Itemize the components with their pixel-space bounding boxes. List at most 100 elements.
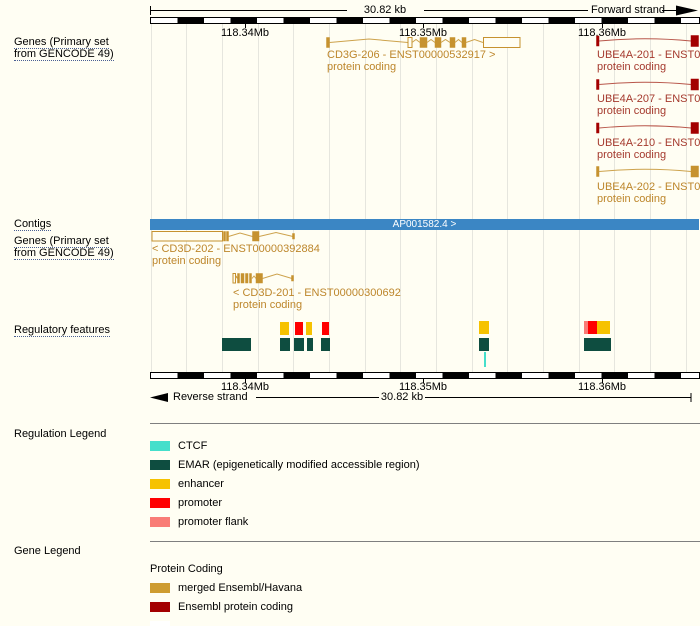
gene-structure-ube4a-210[interactable] [596, 122, 699, 134]
ctcf-feature[interactable] [484, 352, 486, 367]
track-label-genes-forward[interactable]: Genes (Primary set from GENCODE 49) [14, 36, 114, 61]
gene-label[interactable]: < CD3D-201 - ENST00000300692 [233, 287, 401, 299]
gridline [685, 23, 687, 372]
emar-feature[interactable] [280, 338, 290, 351]
gene-structure-cd3g-206[interactable] [326, 37, 521, 48]
gene-label[interactable]: UBE4A-210 - ENST0 [597, 137, 700, 149]
contig-label: AP001582.4 > [392, 219, 457, 230]
promoter-feature[interactable] [322, 322, 329, 335]
promoter-feature[interactable] [588, 321, 597, 334]
gridline [328, 23, 330, 372]
enhancer-feature[interactable] [306, 322, 312, 335]
emar-feature[interactable] [307, 338, 313, 351]
promoter-swatch [150, 498, 170, 508]
gridline [257, 23, 259, 372]
gridline [400, 23, 402, 372]
promoter-feature[interactable] [295, 322, 303, 335]
gridline [542, 23, 544, 372]
track-label-line[interactable]: Genes (Primary set [14, 36, 109, 49]
legend-label: Ensembl protein coding [178, 601, 293, 613]
legend-label: promoter [178, 497, 223, 509]
gene-structure-ube4a-201[interactable] [596, 35, 699, 47]
enhancer-feature[interactable] [597, 321, 610, 334]
bottom-ruler-line [150, 393, 692, 402]
coord-label: 118.34Mb [220, 27, 270, 39]
enhancer-swatch [150, 479, 170, 489]
ensembl-red-swatch [150, 602, 170, 612]
mb-tick [245, 24, 246, 28]
gridline [150, 23, 152, 372]
gene-structure-ube4a-202[interactable] [596, 165, 699, 178]
coord-label: 118.36Mb [577, 27, 627, 39]
gene-structure-ube4a-207[interactable] [596, 78, 699, 91]
legend-label: promoter flank [178, 516, 249, 528]
mb-tick [423, 24, 424, 28]
coord-label: 118.35Mb [398, 27, 448, 39]
gene-biotype: protein coding [597, 149, 667, 161]
track-label-regulatory-features[interactable]: Regulatory features [14, 324, 110, 337]
top-ruler-line [150, 5, 698, 16]
gene-legend-section: Protein Coding [150, 563, 223, 575]
emar-feature[interactable] [222, 338, 251, 351]
gene-label[interactable]: UBE4A-207 - ENST0 [597, 93, 700, 105]
gene-label[interactable]: UBE4A-202 - ENST0 [597, 181, 700, 193]
emar-feature[interactable] [479, 338, 489, 351]
mb-tick [602, 379, 603, 383]
gene-legend-title: Gene Legend [14, 545, 81, 557]
ctcf-swatch [150, 441, 170, 451]
emar-feature[interactable] [294, 338, 304, 351]
promoter-flank-feature[interactable] [584, 321, 588, 334]
track-label-genes-reverse[interactable]: Genes (Primary set from GENCODE 49) [14, 235, 114, 260]
track-label-line[interactable]: Genes (Primary set [14, 235, 109, 248]
gene-label[interactable]: UBE4A-201 - ENST0 [597, 49, 700, 61]
mb-tick [245, 379, 246, 383]
coord-label: 118.35Mb [398, 381, 448, 393]
top-scale-label: 30.82 kb [363, 4, 407, 16]
forward-strand-label: Forward strand [591, 4, 665, 16]
forward-strand-arrow-icon [676, 5, 698, 16]
mb-tick [423, 379, 424, 383]
reverse-strand-arrow-icon [150, 393, 168, 402]
gene-structure-cd3d-202[interactable] [151, 231, 295, 242]
emar-feature[interactable] [584, 338, 611, 351]
gridline [507, 23, 509, 372]
gene-biotype: protein coding [152, 255, 222, 267]
regulation-legend-title: Regulation Legend [14, 428, 107, 440]
gridline [364, 23, 366, 372]
track-label-line[interactable]: from GENCODE 49) [14, 48, 114, 61]
gridline [293, 23, 295, 372]
gridline [650, 23, 652, 372]
legend-label: enhancer [178, 478, 224, 490]
gene-biotype: protein coding [327, 61, 397, 73]
merged-gold-swatch [150, 583, 170, 593]
emar-swatch [150, 460, 170, 470]
gene-biotype: protein coding [233, 299, 303, 311]
promoter-flank-swatch [150, 517, 170, 527]
legend-label: merged Ensembl/Havana [178, 582, 303, 594]
reverse-strand-label: Reverse strand [173, 391, 248, 403]
legend-label: CTCF [178, 440, 208, 452]
contig-bar[interactable]: AP001582.4 > [150, 219, 699, 230]
track-label-contigs[interactable]: Contigs [14, 218, 52, 231]
gridline [186, 23, 188, 372]
gene-label[interactable]: CD3G-206 - ENST00000532917 > [327, 49, 496, 61]
legend-label: EMAR (epigenetically modified accessible… [178, 459, 420, 471]
enhancer-feature[interactable] [479, 321, 489, 334]
enhancer-feature[interactable] [280, 322, 289, 335]
legend-divider [150, 423, 700, 424]
gridline [471, 23, 473, 372]
gene-biotype: protein coding [597, 61, 667, 73]
gene-biotype: protein coding [597, 105, 667, 117]
partial-legend-swatch [150, 621, 170, 626]
bottom-ruler-bar [150, 372, 700, 379]
gridline [221, 23, 223, 372]
track-label-line[interactable]: from GENCODE 49) [14, 247, 114, 260]
bottom-scale-label: 30.82 kb [380, 391, 424, 403]
coord-label: 118.34Mb [220, 381, 270, 393]
gene-structure-cd3d-201[interactable] [232, 273, 294, 284]
emar-feature[interactable] [321, 338, 330, 351]
gridline [435, 23, 437, 372]
gene-label[interactable]: < CD3D-202 - ENST00000392884 [152, 243, 320, 255]
